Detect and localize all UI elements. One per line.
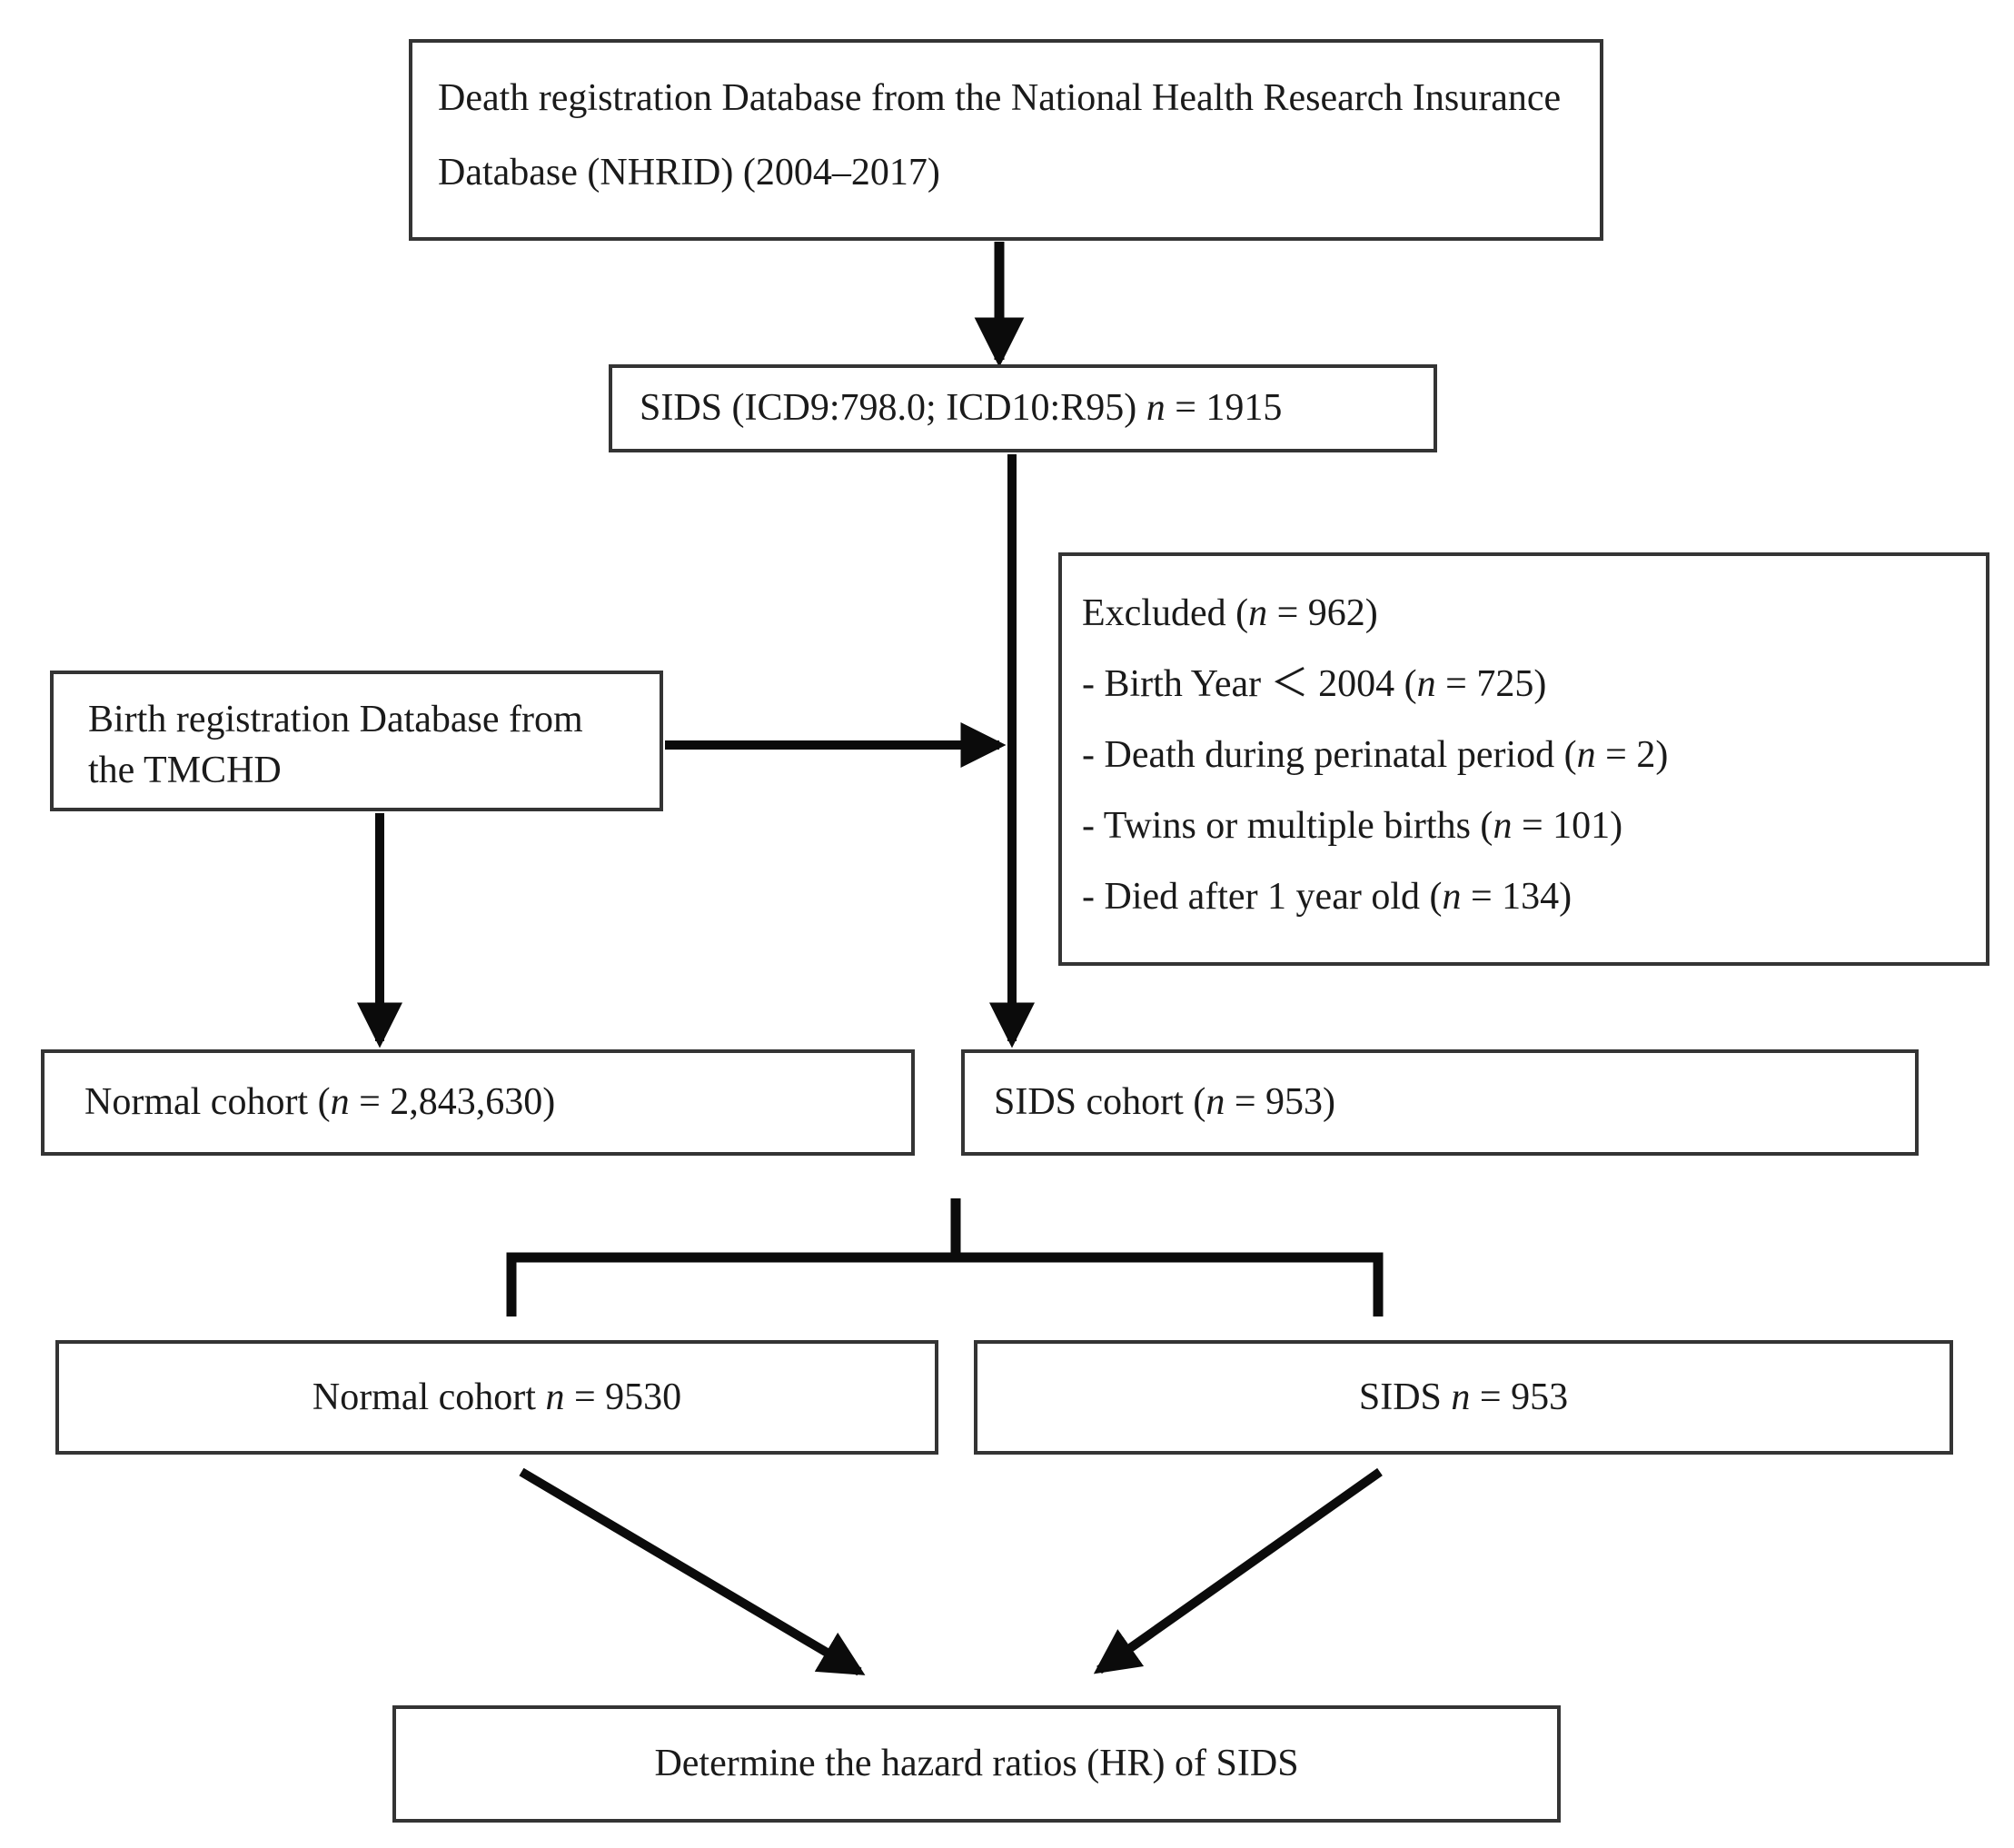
box-death-registration-database: Death registration Database from the Nat… bbox=[409, 39, 1603, 241]
sids-cohort-label: SIDS cohort (n = 953) bbox=[994, 1081, 1336, 1124]
box-sids-identified: SIDS (ICD9:798.0; ICD10:R95) n = 1915 bbox=[609, 364, 1437, 452]
box-normal-cohort-matched: Normal cohort n = 9530 bbox=[55, 1340, 938, 1455]
box-sids-matched: SIDS n = 953 bbox=[974, 1340, 1953, 1455]
sids-matched-label: SIDS n = 953 bbox=[1358, 1376, 1569, 1418]
birth-registration-label: Birth registration Database from the TMC… bbox=[88, 699, 583, 791]
excluded-item: - Birth Year ＜ 2004 (n = 725) bbox=[1082, 663, 1547, 705]
death-registration-label: Death registration Database from the Nat… bbox=[438, 77, 1562, 194]
normal-cohort-label: Normal cohort (n = 2,843,630) bbox=[84, 1081, 556, 1124]
box-excluded: Excluded (n = 962) - Birth Year ＜ 2004 (… bbox=[1058, 552, 1989, 966]
box-sids-cohort: SIDS cohort (n = 953) bbox=[961, 1049, 1919, 1156]
box-birth-registration-database: Birth registration Database from the TMC… bbox=[50, 671, 663, 811]
excluded-item: - Death during perinatal period (n = 2) bbox=[1082, 734, 1669, 776]
excluded-title: Excluded (n = 962) bbox=[1082, 592, 1378, 634]
split-bracket-line bbox=[506, 1252, 1384, 1316]
excluded-item: - Twins or multiple births (n = 101) bbox=[1082, 805, 1623, 847]
normal-matched-label: Normal cohort n = 9530 bbox=[312, 1376, 682, 1418]
arrow-sids-matched-to-outcome bbox=[1093, 1467, 1383, 1674]
excluded-item: - Died after 1 year old (n = 134) bbox=[1082, 876, 1573, 918]
arrow-normal-matched-to-outcome bbox=[519, 1467, 866, 1676]
box-outcome-hazard-ratios: Determine the hazard ratios (HR) of SIDS bbox=[392, 1705, 1561, 1823]
sids-identified-label: SIDS (ICD9:798.0; ICD10:R95) n = 1915 bbox=[640, 387, 1283, 430]
outcome-label: Determine the hazard ratios (HR) of SIDS bbox=[654, 1743, 1299, 1785]
box-normal-cohort: Normal cohort (n = 2,843,630) bbox=[41, 1049, 915, 1156]
